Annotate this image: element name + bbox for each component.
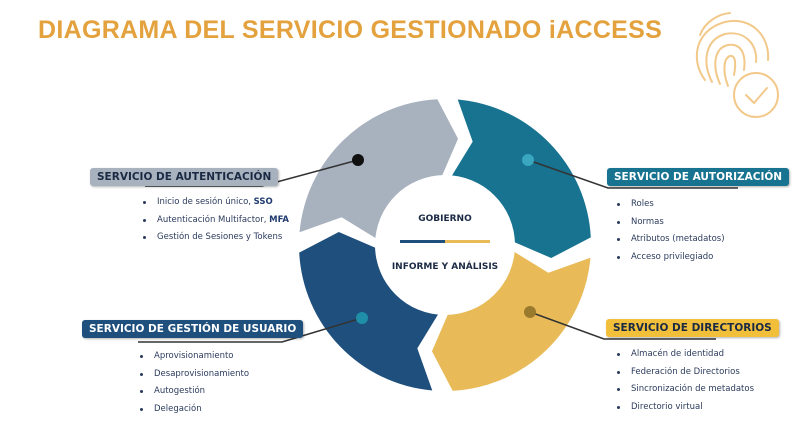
item-text: Autenticación Multifactor, <box>157 214 270 225</box>
segment-usuario <box>299 231 440 391</box>
dot-autenticacion <box>352 154 364 166</box>
list-item: Acceso privilegiado <box>617 252 725 270</box>
dot-autorizacion <box>522 154 534 166</box>
list-item: Autogestión <box>140 386 249 404</box>
label-usuario: SERVICIO DE GESTIÓN DE USUARIO <box>82 320 304 338</box>
list-directorios: Almacén de identidad Federación de Direc… <box>617 349 754 419</box>
label-directorios: SERVICIO DE DIRECTORIOS <box>606 319 779 337</box>
list-item: Inicio de sesión único, SSO <box>143 197 289 215</box>
list-item: Almacén de identidad <box>617 349 754 367</box>
list-item: Atributos (metadatos) <box>617 234 725 252</box>
connector-autenticacion <box>145 159 359 187</box>
list-item: Aprovisionamiento <box>140 351 249 369</box>
center-bar-yellow <box>445 240 490 243</box>
item-bold: MFA <box>269 214 290 225</box>
list-usuario: Aprovisionamiento Desaprovisionamiento A… <box>140 351 249 421</box>
center-bar-blue <box>400 240 445 243</box>
center-informe: INFORME Y ANÁLISIS <box>391 262 499 272</box>
center-gobierno: GOBIERNO <box>418 214 472 224</box>
list-item: Directorio virtual <box>617 402 754 420</box>
dot-usuario <box>356 312 368 324</box>
dot-directorios <box>524 306 536 318</box>
list-item: Roles <box>617 199 725 217</box>
item-bold: SSO <box>253 197 273 207</box>
fingerprint-check-icon <box>695 12 779 118</box>
item-text: Inicio de sesión único, <box>157 197 254 207</box>
list-item: Gestión de Sesiones y Tokens <box>143 232 289 250</box>
page-title: DIAGRAMA DEL SERVICIO GESTIONADO iACCESS <box>38 16 663 44</box>
list-autorizacion: Roles Normas Atributos (metadatos) Acces… <box>617 199 725 269</box>
label-autorizacion: SERVICIO DE AUTORIZACIÓN <box>607 168 790 186</box>
list-item: Federación de Directorios <box>617 367 754 385</box>
segment-directorios <box>431 250 591 391</box>
item-text: Gestión de Sesiones y Tokens <box>157 232 283 242</box>
list-item: Autenticación Multifactor, MFA <box>143 215 289 233</box>
list-item: Delegación <box>140 404 249 422</box>
connector-directorios <box>529 311 716 340</box>
list-autenticacion: Inicio de sesión único, SSO Autenticació… <box>143 197 289 250</box>
center-circle <box>375 175 515 315</box>
list-item: Sincronización de metadatos <box>617 384 754 402</box>
segment-autenticacion <box>299 99 459 240</box>
list-item: Desaprovisionamiento <box>140 369 249 387</box>
segment-autorizacion <box>450 99 591 259</box>
list-item: Normas <box>617 217 725 235</box>
connector-usuario <box>138 317 363 343</box>
label-autenticacion: SERVICIO DE AUTENTICACIÓN <box>90 168 279 186</box>
connector-autorizacion <box>527 159 738 189</box>
